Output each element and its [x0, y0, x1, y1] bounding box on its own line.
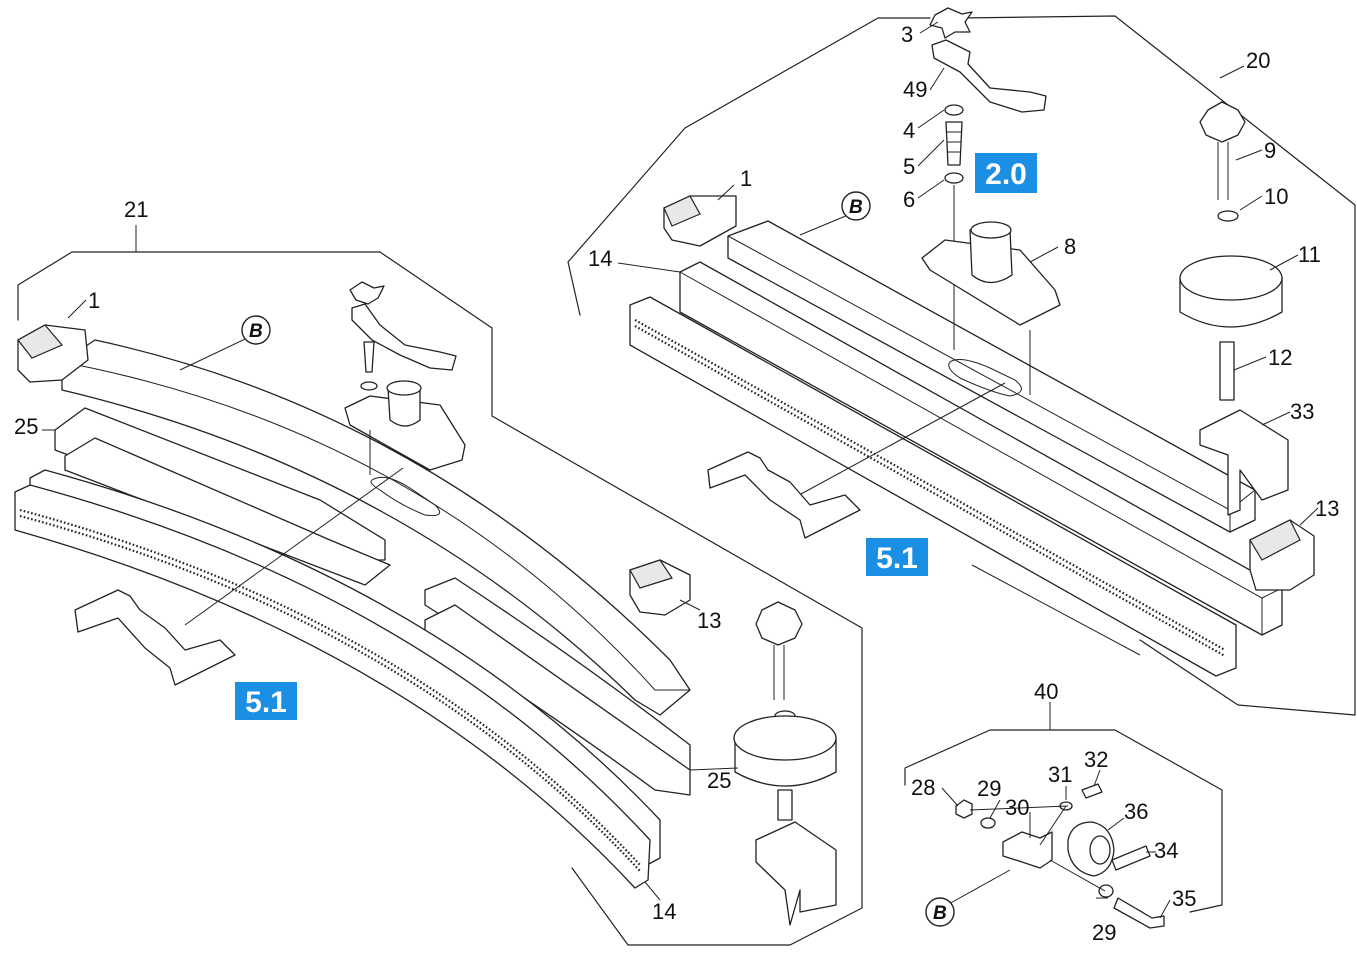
left-comb-strip	[14, 484, 651, 889]
assembly-20-group	[567, 7, 1356, 716]
callout-8: 8	[1064, 234, 1076, 259]
detail-markers: B B B	[241, 191, 955, 927]
bracket-33	[1199, 409, 1289, 516]
callout-49: 49	[903, 77, 927, 102]
callout-14-left: 14	[652, 899, 676, 924]
right-comb-strip	[629, 296, 1237, 677]
callout-20: 20	[1246, 48, 1270, 73]
callout-35: 35	[1172, 886, 1196, 911]
washer-29-top	[980, 817, 996, 829]
marker-b-left: B	[241, 315, 271, 345]
callout-25-right: 25	[707, 768, 731, 793]
right-main-bar	[727, 220, 1256, 533]
callout-21: 21	[124, 197, 148, 222]
callout-14-right: 14	[588, 246, 612, 271]
reference-badge-5-1-right[interactable]: 5.1	[866, 538, 928, 576]
bracket-49	[931, 39, 1047, 113]
reference-badge-5-1-left-label: 5.1	[245, 686, 287, 719]
callout-25-left: 25	[14, 414, 38, 439]
callout-10: 10	[1264, 184, 1288, 209]
spring-holder-left	[74, 589, 236, 686]
assembly-21-outline	[17, 251, 863, 946]
assembly-20-outline	[567, 15, 1356, 716]
slot-oval-left	[370, 476, 441, 516]
spring-holder-right	[707, 451, 861, 539]
knob-3	[929, 7, 973, 39]
assembly-21-group	[14, 251, 863, 946]
callout-40: 40	[1034, 679, 1058, 704]
reference-badge-5-1-left[interactable]: 5.1	[235, 682, 297, 720]
callout-29-bottom: 29	[1092, 920, 1116, 945]
marker-b-left-label: B	[249, 321, 263, 342]
rod-12	[1219, 341, 1235, 401]
washer-29-bottom	[1098, 884, 1114, 898]
washer-4	[944, 104, 964, 116]
callout-13-left: 13	[697, 608, 721, 633]
callout-33: 33	[1290, 399, 1314, 424]
callout-29-top: 29	[977, 776, 1001, 801]
callout-1-right: 1	[740, 166, 752, 191]
bracket-30	[1002, 831, 1053, 869]
assembly-40-group	[904, 729, 1223, 929]
callout-32: 32	[1084, 747, 1108, 772]
callout-31: 31	[1048, 762, 1072, 787]
callout-numbers: 3 49 4 5 6 20 9 10 11 12 33 13 1 8 14 21…	[14, 22, 1339, 945]
screw-32	[1081, 783, 1103, 799]
callout-36: 36	[1124, 799, 1148, 824]
knob-left-top	[349, 281, 385, 305]
right-blade	[679, 261, 1283, 636]
bracket-left	[351, 303, 457, 371]
callout-34: 34	[1154, 838, 1178, 863]
callout-12: 12	[1268, 345, 1292, 370]
marker-b-roller-label: B	[933, 903, 947, 924]
callout-9: 9	[1264, 138, 1276, 163]
slot-oval-right	[948, 359, 1022, 397]
knob-left-weight	[755, 601, 803, 646]
washer-10	[1217, 210, 1239, 222]
reference-badge-2-0-label: 2.0	[985, 158, 1027, 191]
callout-28: 28	[911, 775, 935, 800]
reference-badge-2-0[interactable]: 2.0	[975, 153, 1037, 193]
assembly-40-outline	[904, 729, 1223, 913]
reference-badge-5-1-right-label: 5.1	[876, 542, 918, 575]
callout-13-right: 13	[1315, 496, 1339, 521]
axle-34	[1111, 845, 1151, 871]
knob-9	[1199, 101, 1246, 143]
bracket-left-weight	[755, 821, 837, 926]
screw-35	[1113, 897, 1165, 929]
marker-b-roller: B	[925, 897, 955, 927]
screw-5	[945, 121, 963, 166]
washer-6	[944, 172, 964, 184]
callout-30: 30	[1005, 795, 1029, 820]
callout-11: 11	[1298, 242, 1321, 267]
callout-6: 6	[903, 187, 915, 212]
clamp-left	[344, 395, 466, 471]
marker-b-right: B	[841, 191, 871, 221]
callout-4: 4	[903, 118, 915, 143]
callout-1-left: 1	[88, 288, 100, 313]
callout-5: 5	[903, 154, 915, 179]
nut-28	[955, 799, 973, 819]
marker-b-right-label: B	[849, 197, 863, 218]
callout-3: 3	[901, 22, 913, 47]
leader-lines	[42, 21, 1319, 919]
